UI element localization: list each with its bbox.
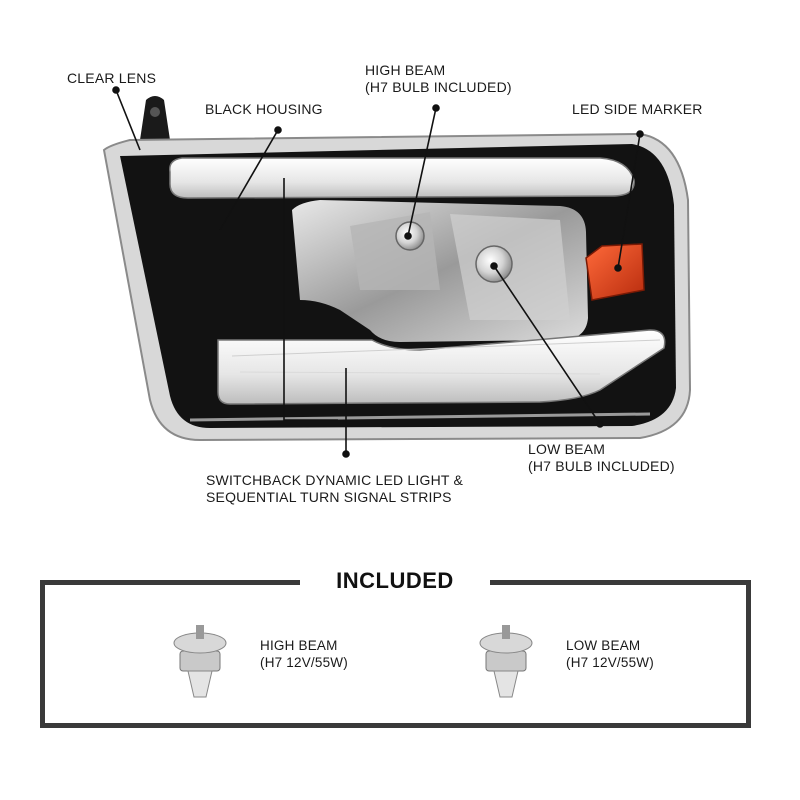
high-beam-label: HIGH BEAM (H7 BULB INCLUDED) (365, 62, 512, 96)
led-divider (231, 339, 661, 357)
callout-line-low-beam (493, 265, 601, 425)
callout-dot (274, 126, 282, 134)
bulb-glass (187, 670, 213, 698)
switchback-label: SWITCHBACK DYNAMIC LED LIGHT & SEQUENTIA… (206, 472, 463, 506)
callout-lines (112, 86, 644, 458)
bulb-icon (479, 625, 533, 698)
black-housing-label: BLACK HOUSING (205, 101, 323, 117)
bulb-terminal (196, 625, 204, 639)
callout-line-black-housing (219, 129, 279, 231)
callout-line-clear-lens (115, 89, 141, 151)
mounting-tab (140, 96, 170, 140)
included-item-line2: (H7 12V/55W) (260, 655, 348, 670)
bulb-glass (493, 670, 519, 698)
clear-lens-label: CLEAR LENS (67, 70, 157, 86)
included-item-line1: LOW BEAM (566, 638, 641, 653)
callout-line-side-marker (617, 133, 641, 269)
callout-dot (404, 232, 412, 240)
led-divider (239, 371, 601, 375)
upper-led-strip (169, 157, 635, 199)
callout-dot (636, 130, 644, 138)
reflector-facet-left (350, 212, 440, 290)
callout-line-high-beam (407, 107, 437, 237)
bulb-terminal (502, 625, 510, 639)
low-beam-label-line1: LOW BEAM (528, 441, 606, 457)
led-side-marker (585, 243, 645, 301)
callout-dot (614, 264, 622, 272)
led-side-marker-label: LED SIDE MARKER (572, 101, 703, 117)
bottom-trim (189, 412, 651, 422)
low-beam-label: LOW BEAM (H7 BULB INCLUDED) (528, 441, 675, 475)
bulb-icon (173, 625, 227, 698)
callout-dot (432, 104, 440, 112)
switchback-label-line1: SWITCHBACK DYNAMIC LED LIGHT & (206, 472, 464, 488)
callout-dot (112, 86, 120, 94)
included-item-high-beam: HIGH BEAM (H7 12V/55W) (260, 637, 348, 671)
lower-led-strip (217, 329, 666, 405)
low-beam-label-line2: (H7 BULB INCLUDED) (528, 458, 675, 474)
switchback-label-line2: SEQUENTIAL TURN SIGNAL STRIPS (206, 489, 452, 505)
high-beam-label-line2: (H7 BULB INCLUDED) (365, 79, 512, 95)
included-title: INCLUDED (300, 568, 490, 594)
callout-dot (342, 450, 350, 458)
callout-dot (490, 262, 498, 270)
mounting-hole (150, 107, 160, 117)
callout-dot (596, 420, 604, 428)
callout-line-switchback-upper (283, 178, 338, 421)
included-item-low-beam: LOW BEAM (H7 12V/55W) (566, 637, 654, 671)
included-item-line1: HIGH BEAM (260, 638, 338, 653)
included-item-line2: (H7 12V/55W) (566, 655, 654, 670)
high-beam-label-line1: HIGH BEAM (365, 62, 446, 78)
